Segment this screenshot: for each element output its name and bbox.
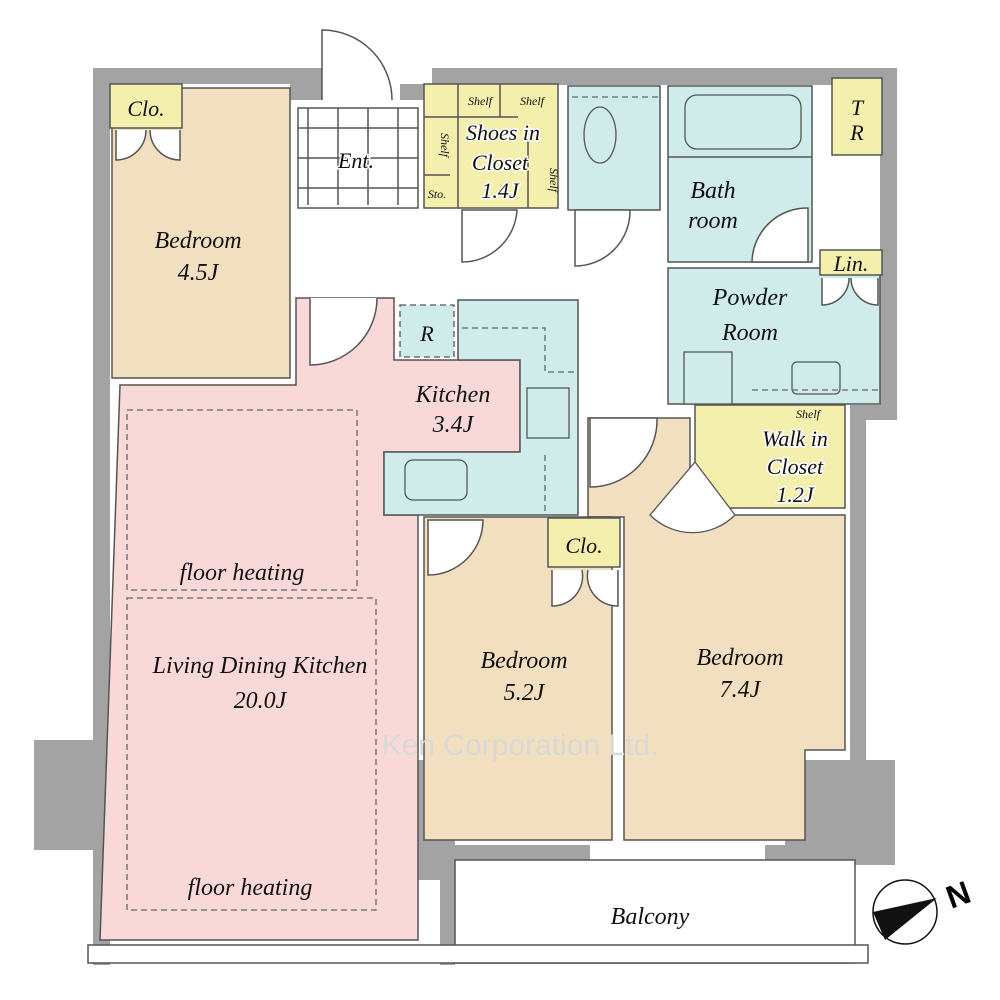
bedroom-4-5j-name: Bedroom	[154, 228, 241, 254]
entrance-label: Ent.	[337, 148, 374, 173]
bedroom-7-4j-name: Bedroom	[696, 645, 783, 671]
walk-in-closet-line2: Closet	[767, 454, 824, 479]
shelf-label-2: Shelf	[520, 94, 546, 108]
floor-heating-area-1	[126, 409, 358, 591]
floor-heating-label-1: floor heating	[180, 560, 305, 586]
walk-in-closet-line1: Walk in	[762, 426, 828, 451]
entrance-tiles	[298, 108, 418, 205]
bathroom-line1: Bath	[690, 178, 735, 204]
linen-label: Lin.	[833, 251, 869, 276]
shelf-dividers	[424, 84, 529, 208]
floor-heating-area-2	[126, 597, 377, 911]
toilet-icon	[583, 106, 617, 164]
linen-floor	[819, 249, 883, 276]
refrigerator-label: R	[419, 321, 434, 346]
shoes-closet-line1: Shoes in	[466, 120, 540, 145]
watermark: Ken Corporation Ltd.	[382, 729, 659, 762]
ldk-size: 20.0J	[234, 688, 288, 714]
washer-icon	[683, 351, 733, 405]
compass-icon: N	[872, 874, 975, 945]
balcony-rail	[87, 944, 869, 964]
shoes-closet-line2: Closet	[472, 150, 529, 175]
shelf-label-3: Shelf	[438, 133, 452, 159]
doors	[115, 29, 879, 607]
bedroom-4-5j-size: 4.5J	[178, 260, 220, 286]
refrigerator-space	[399, 304, 455, 358]
bedroom-7-4j-size: 7.4J	[720, 677, 762, 703]
sink-icon	[791, 361, 841, 395]
shelf-label-1: Shelf	[468, 94, 494, 108]
ldk-name: Living Dining Kitchen	[152, 653, 368, 679]
kitchen-name: Kitchen	[415, 382, 491, 408]
floor-heating-label-2: floor heating	[188, 875, 313, 901]
kitchen-sink-icon	[404, 459, 468, 501]
shoes-closet-size: 1.4J	[481, 178, 520, 203]
bedroom-5-2j-name: Bedroom	[480, 648, 567, 674]
stove-icon	[526, 387, 570, 439]
kitchen-dash-line	[462, 327, 578, 515]
trunk-room-line1: T	[851, 95, 865, 120]
closet-2-label: Clo.	[565, 533, 602, 558]
closet-2-floor	[547, 517, 621, 568]
powder-room-line2: Room	[721, 320, 778, 346]
shoes-closet-floor	[423, 83, 559, 209]
compass-north-label: N	[941, 874, 975, 916]
storage-label: Sto.	[428, 187, 446, 201]
walk-in-closet-size: 1.2J	[776, 482, 815, 507]
powder-room-line1: Powder	[712, 285, 788, 311]
bathroom-line2: room	[688, 208, 738, 234]
closet-1-floor	[109, 83, 183, 129]
trunk-room-line2: R	[849, 120, 864, 145]
kitchen-size: 3.4J	[432, 412, 475, 438]
closet-1-label: Clo.	[127, 96, 164, 121]
walk-in-closet-floor	[694, 404, 846, 509]
trunk-room-floor	[831, 77, 883, 156]
bathtub-icon	[684, 94, 802, 150]
shelf-label-5: Shelf	[796, 407, 822, 421]
bedroom-5-2j-size: 5.2J	[504, 680, 546, 706]
door-arc	[649, 460, 736, 534]
balcony-label: Balcony	[611, 904, 690, 930]
shelf-label-4: Shelf	[547, 168, 561, 194]
